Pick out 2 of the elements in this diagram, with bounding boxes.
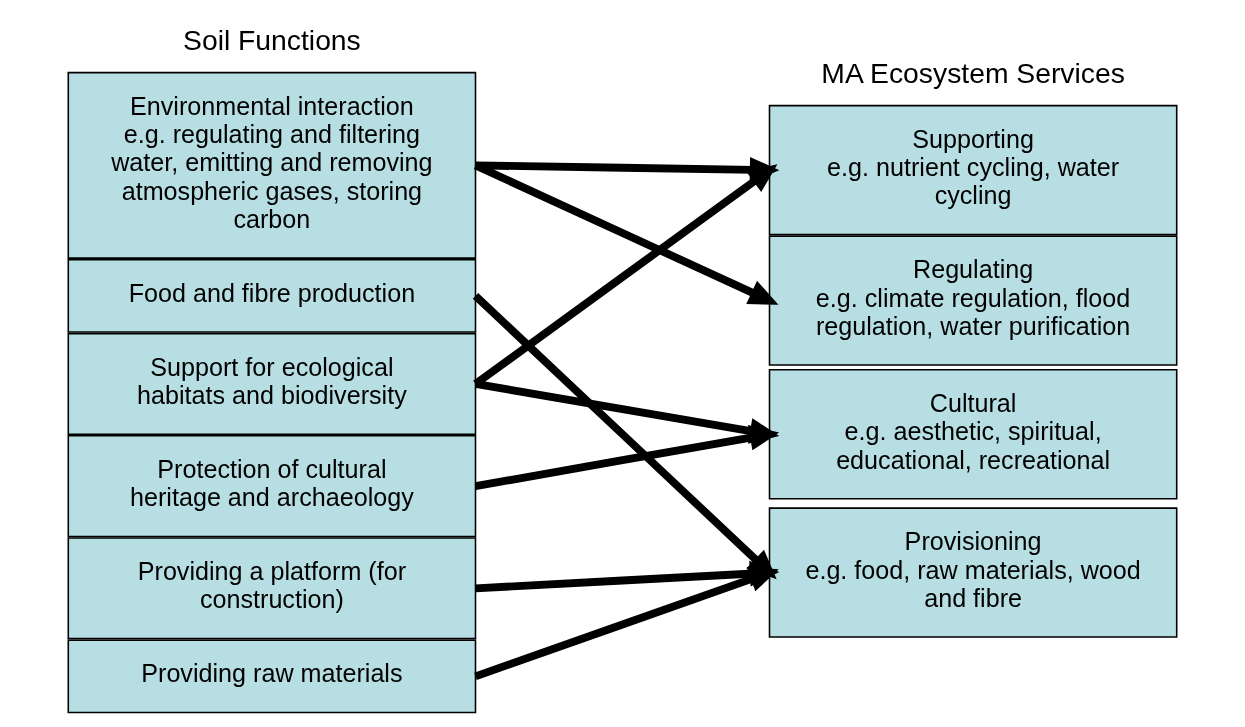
label: Soil Functions xyxy=(183,23,361,56)
label: MA Ecosystem Services xyxy=(821,56,1125,89)
